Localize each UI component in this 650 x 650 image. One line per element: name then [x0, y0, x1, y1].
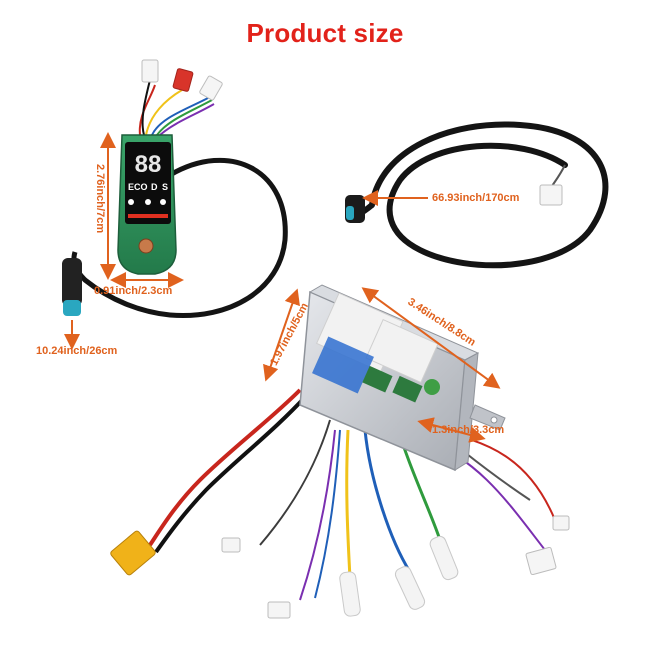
battery-bar — [128, 214, 168, 218]
bullet-connector-1 — [339, 571, 361, 617]
mode-s-indicator: S — [162, 182, 168, 192]
display-cable — [82, 157, 288, 319]
display-height-label: 2.76inch/7cm — [94, 164, 106, 234]
controller — [110, 284, 570, 619]
power-button — [138, 238, 154, 254]
certification-sticker — [424, 379, 440, 395]
extension-cable-label: 66.93inch/170cm — [432, 192, 520, 204]
display-width-label: 0.91inch/2.3cm — [94, 285, 173, 297]
connector-white-1 — [141, 59, 159, 83]
extension-plug-tip — [346, 206, 354, 220]
connector-d — [552, 515, 570, 531]
lcd-digits: 88 — [135, 151, 162, 178]
connector-red — [172, 68, 194, 92]
connector-c — [525, 546, 557, 576]
controller-width-arrow — [417, 417, 486, 443]
bullet-connector-3 — [429, 535, 459, 581]
controller-height-arrow — [263, 288, 300, 382]
controller-width-label: 1.3inch/3.3cm — [432, 424, 505, 436]
xt60-connector — [110, 530, 156, 576]
connector-a — [221, 537, 241, 553]
plug-tip — [63, 300, 81, 316]
warning-icon — [160, 199, 166, 205]
bluetooth-icon — [145, 199, 151, 205]
display-module: 88 ECO D S — [62, 59, 288, 319]
extension-connector — [539, 184, 563, 206]
connector-white-2 — [199, 75, 223, 101]
bullet-connector-2 — [394, 566, 426, 610]
lcd-screen — [125, 142, 171, 224]
mode-d-indicator: D — [151, 182, 158, 192]
page-title: Product size — [246, 18, 404, 48]
connector-b — [267, 601, 291, 619]
extension-cable — [345, 121, 609, 269]
headlight-icon — [128, 199, 134, 205]
display-cable-label: 10.24inch/26cm — [36, 345, 118, 357]
controller-length-arrow — [361, 287, 501, 389]
display-plug — [62, 258, 82, 306]
eco-indicator: ECO — [128, 182, 148, 192]
